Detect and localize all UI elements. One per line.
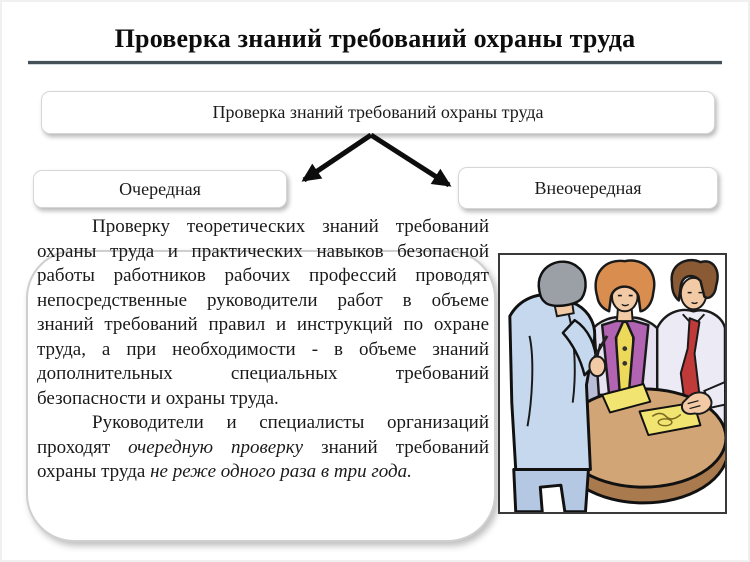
node-unscheduled-check: Внеочередная xyxy=(458,167,718,209)
node-regular-check: Очередная xyxy=(33,170,287,208)
paragraph-segment-italic: очередную проверку xyxy=(128,436,304,458)
arrow-down-right-icon xyxy=(369,132,452,188)
body-paragraph-1: Проверку теоретических знаний требований… xyxy=(37,216,489,409)
title-divider xyxy=(28,61,722,64)
body-text: Проверку теоретических знаний требований… xyxy=(37,215,489,485)
paragraph-segment: Руководители и специалисты организаций п… xyxy=(37,412,489,458)
node-unscheduled-check-label: Внеочередная xyxy=(534,177,642,198)
body-paragraph-2: Руководители и специалисты организаций п… xyxy=(37,411,489,485)
page-title: Проверка знаний требований охраны труда xyxy=(114,24,636,53)
node-regular-check-label: Очередная xyxy=(119,178,201,199)
body-text-panel xyxy=(26,250,496,542)
node-root: Проверка знаний требований охраны труда xyxy=(41,91,715,134)
meeting-illustration xyxy=(498,253,727,514)
branch-arrows xyxy=(301,132,452,188)
paragraph-segment: знаний требований охраны труда xyxy=(37,436,490,483)
arrow-down-left-icon xyxy=(301,132,373,183)
paragraph-segment-italic: не реже одного раза в три года. xyxy=(150,461,412,482)
people-at-table-clipart xyxy=(500,255,725,512)
man-right-hand xyxy=(681,380,725,415)
node-root-label: Проверка знаний требований охраны труда xyxy=(212,102,544,122)
man-standing-figure xyxy=(508,260,609,512)
